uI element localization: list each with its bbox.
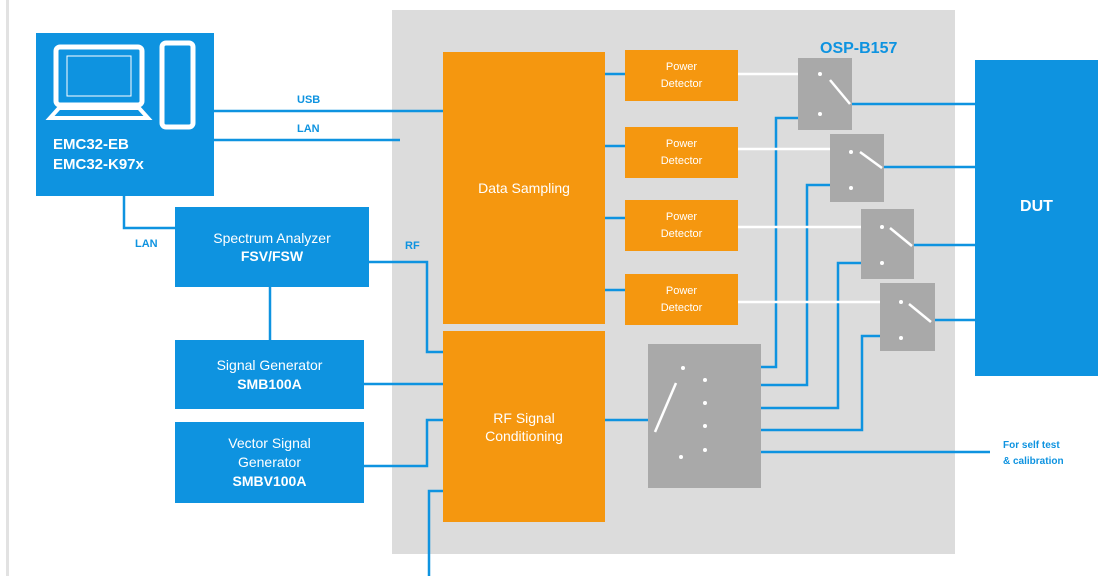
lan-label: LAN: [297, 123, 320, 135]
power-detector-3: Power Detector: [625, 200, 738, 251]
pc-label-1: EMC32-EB: [53, 136, 129, 153]
pc-box: EMC32-EB EMC32-K97x: [36, 33, 214, 196]
siggen-label-2: SMB100A: [237, 375, 302, 392]
pd1-label-2: Detector: [660, 77, 703, 90]
data-sampling-label: Data Sampling: [478, 180, 570, 196]
computer-icon: [45, 40, 196, 130]
data-sampling-box: Data Sampling: [443, 52, 605, 324]
switch-3: [861, 209, 914, 279]
big-switch: [648, 344, 761, 488]
vsiggen-label-1: Vector Signal: [228, 435, 311, 451]
vsiggen-label-3: SMBV100A: [232, 473, 307, 489]
rf-conditioning-box: RF Signal Conditioning: [443, 331, 605, 522]
pd4-label-2: Detector: [660, 301, 703, 314]
left-edge-line: [6, 0, 9, 576]
power-detector-1: Power Detector: [625, 50, 738, 101]
signal-generator-box: Signal Generator SMB100A: [175, 340, 364, 409]
switch-2: [830, 134, 884, 202]
pd2-label-1: Power: [665, 137, 698, 150]
self-test-label-2: & calibration: [1003, 456, 1064, 467]
power-detector-4: Power Detector: [625, 274, 738, 325]
dut-box: DUT: [975, 60, 1098, 376]
pc-label-2: EMC32-K97x: [53, 156, 144, 173]
rf-cond-label-2: Conditioning: [485, 427, 563, 444]
rf-label: RF: [405, 240, 420, 252]
lan2-label: LAN: [135, 238, 158, 250]
siggen-label-1: Signal Generator: [216, 356, 323, 373]
self-test-label-1: For self test: [1003, 440, 1060, 451]
osp-title: OSP-B157: [820, 40, 898, 57]
vector-signal-generator-box: Vector Signal Generator SMBV100A: [175, 422, 364, 503]
dut-label: DUT: [1020, 198, 1053, 215]
pd1-label-1: Power: [665, 60, 698, 73]
spectrum-label-1: Spectrum Analyzer: [213, 230, 331, 246]
pd3-label-1: Power: [665, 210, 698, 223]
spectrum-analyzer-box: Spectrum Analyzer FSV/FSW: [175, 207, 369, 287]
pd2-label-2: Detector: [660, 154, 703, 167]
spectrum-label-2: FSV/FSW: [240, 248, 304, 264]
usb-label: USB: [297, 94, 321, 106]
vsiggen-label-2: Generator: [237, 454, 302, 470]
power-detector-2: Power Detector: [625, 127, 738, 178]
pd4-label-1: Power: [665, 284, 698, 297]
pd3-label-2: Detector: [660, 227, 703, 240]
rf-cond-label-1: RF Signal: [493, 409, 555, 426]
